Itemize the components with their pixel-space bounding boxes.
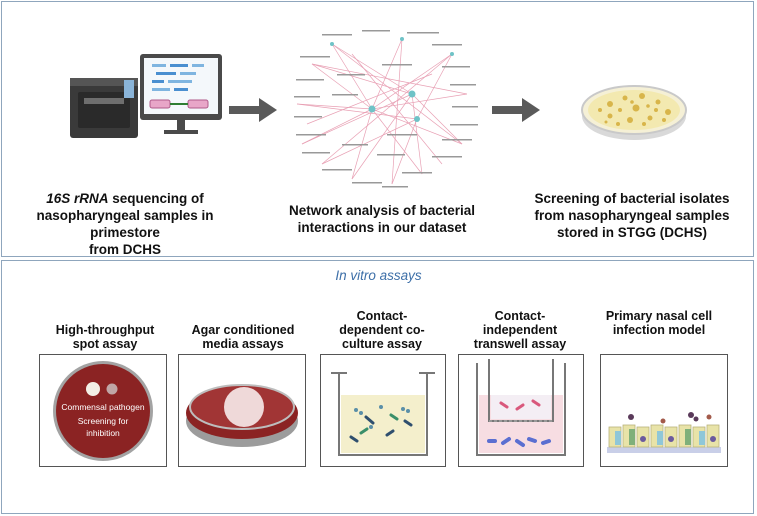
network-graph-icon xyxy=(294,30,478,188)
petri-dish-icon xyxy=(581,85,687,140)
transwell-illustration xyxy=(458,354,584,467)
coculture-illustration xyxy=(320,354,446,467)
assay-label-coculture: Contact-dependent co-culture assay xyxy=(339,309,425,351)
spot-plate-label3: inhibition xyxy=(86,428,120,438)
spot-plate-label1: Commensal pathogen xyxy=(61,402,144,412)
spot-assay-illustration: Commensal pathogen Screening for inhibit… xyxy=(39,354,167,467)
nasal-cell-illustration xyxy=(600,354,728,467)
computer-monitor-icon xyxy=(140,54,222,134)
arrow-right-icon xyxy=(492,98,540,122)
spot-plate-label2: Screening for xyxy=(78,416,129,426)
workflow-panel: 16S rRNA sequencing of nasopharyngeal sa… xyxy=(1,1,754,257)
step2-caption: Network analysis of bacterial interactio… xyxy=(288,203,476,235)
step3-caption: Screening of bacterial isolates from nas… xyxy=(534,191,730,240)
step1-caption: 16S rRNA sequencing of nasopharyngeal sa… xyxy=(36,191,214,257)
agar-media-illustration xyxy=(178,354,306,467)
sequencer-icon xyxy=(70,54,222,138)
section-title: In vitro assays xyxy=(335,268,422,283)
arrow-right-icon xyxy=(229,98,277,122)
